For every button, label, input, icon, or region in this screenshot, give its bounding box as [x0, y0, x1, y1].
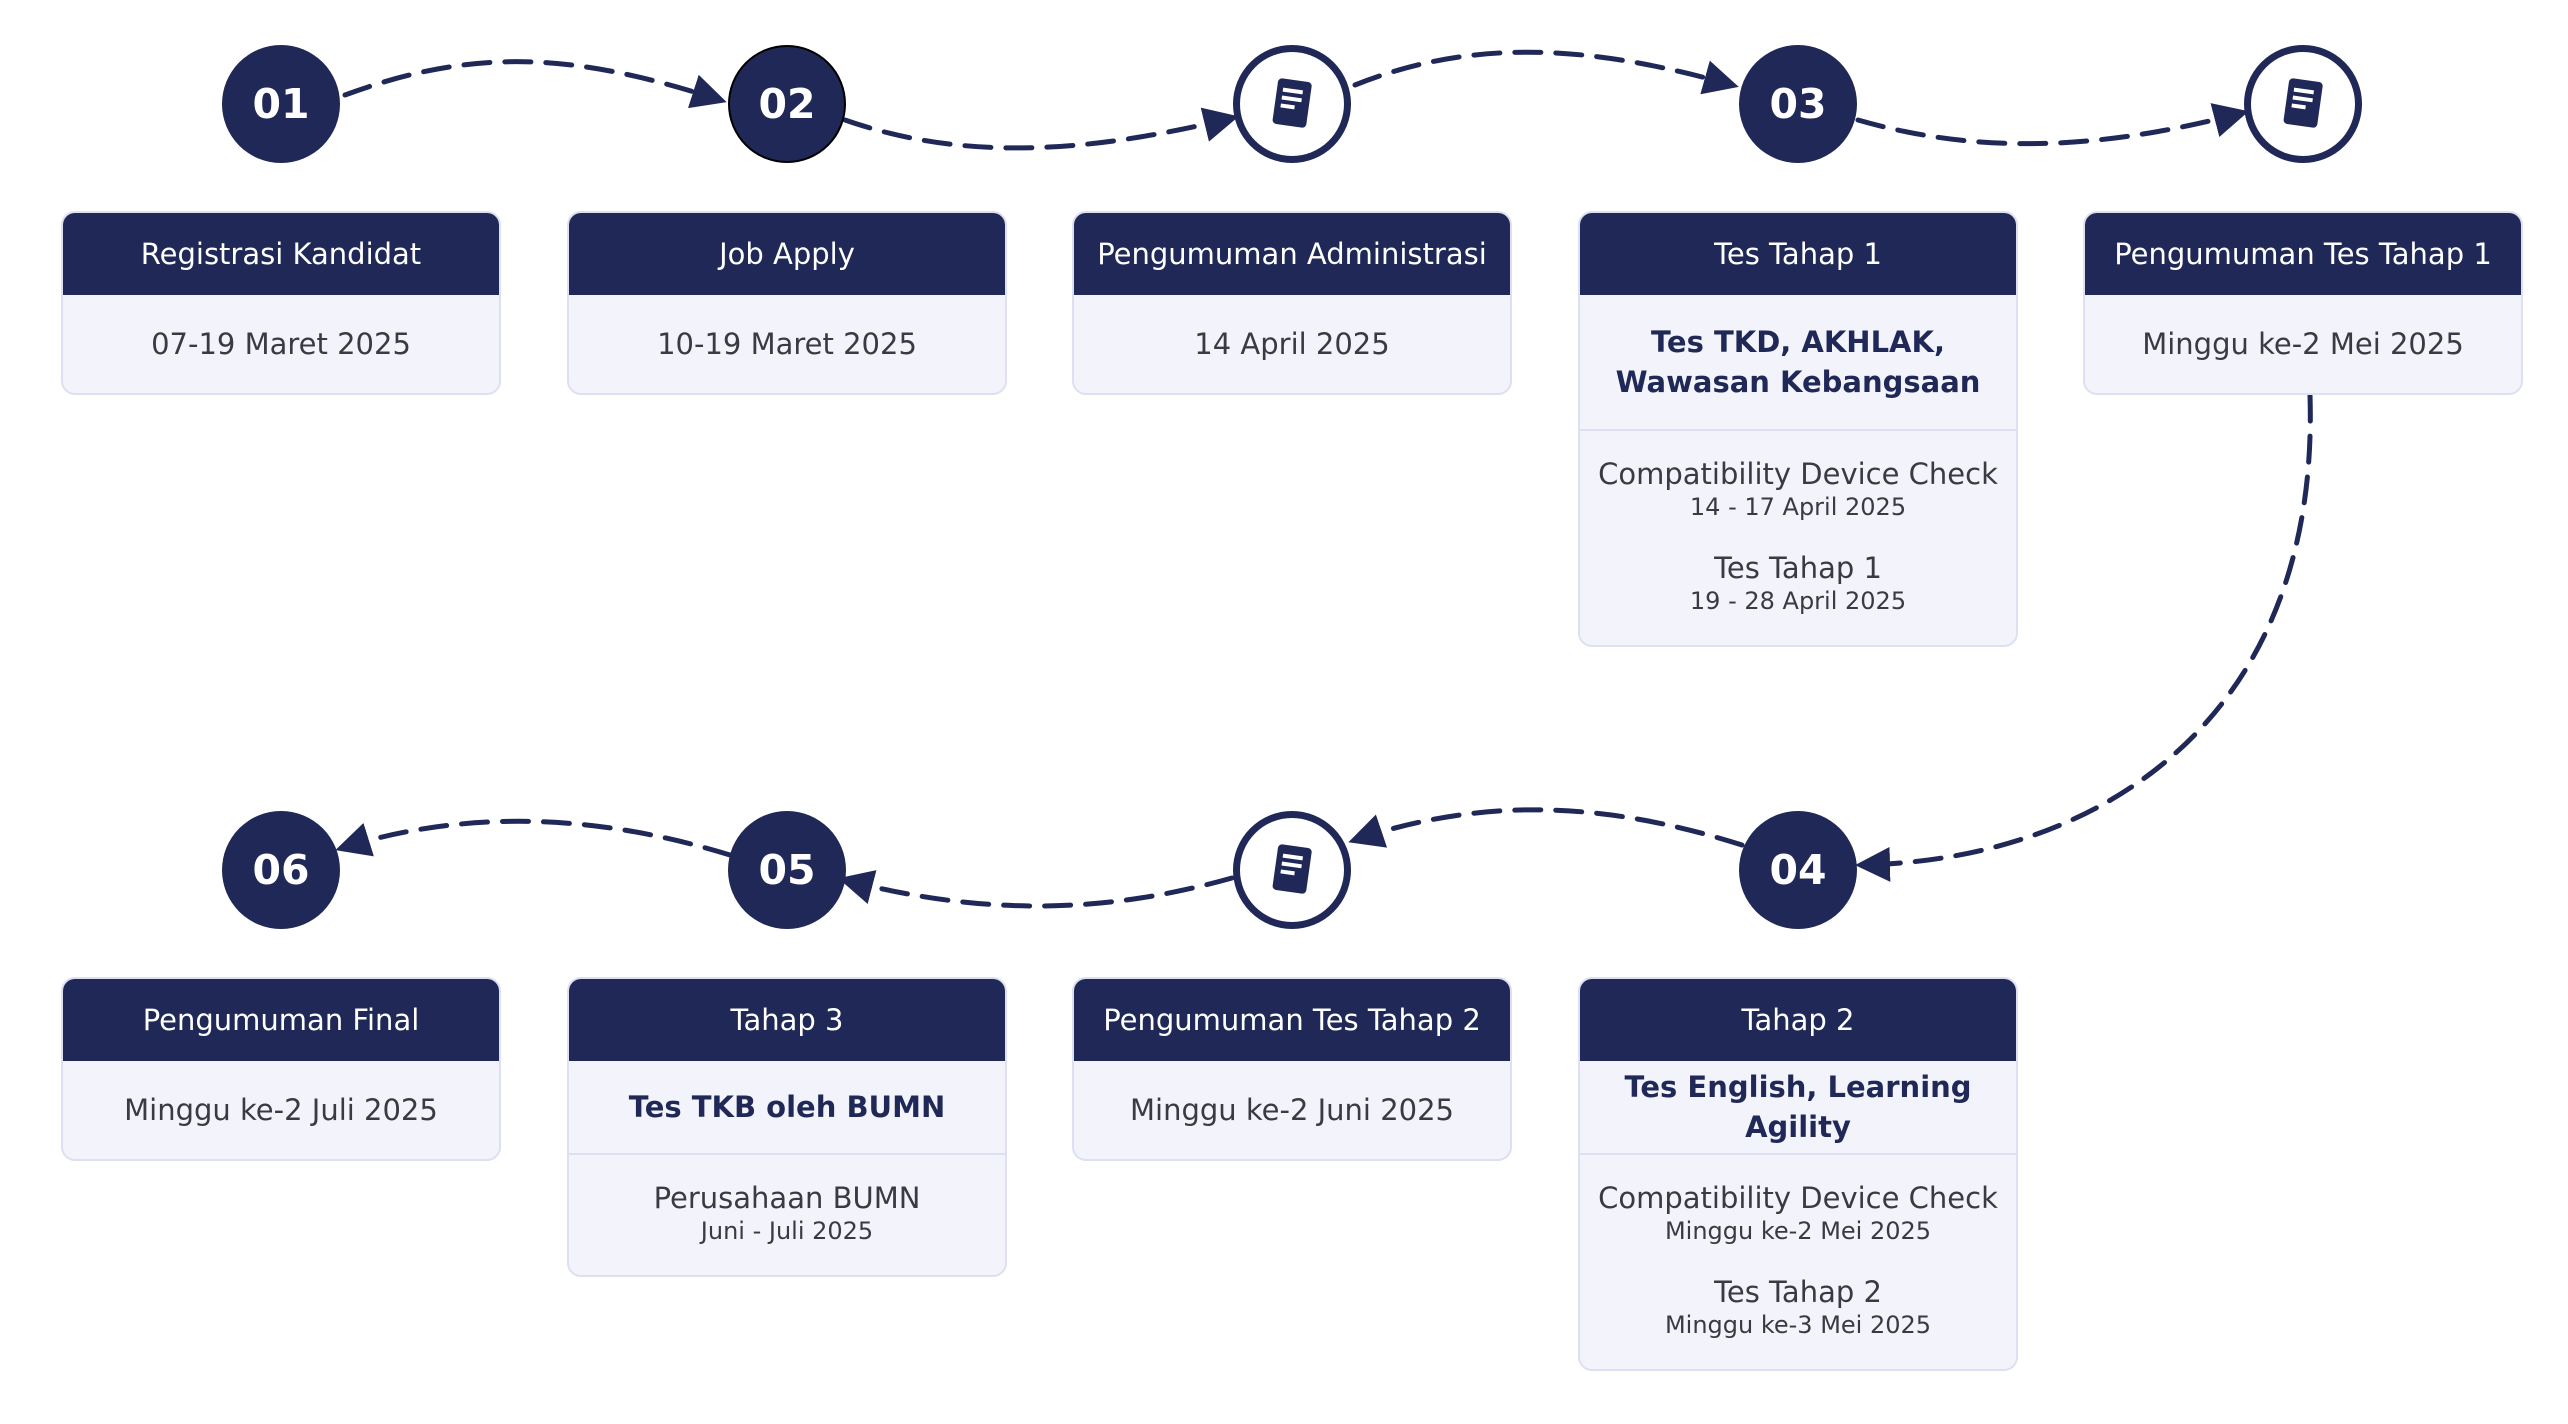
connector-02-doc1: [842, 107, 1239, 151]
card-details: Compatibility Device Check Minggu ke-2 M…: [1580, 1155, 2016, 1369]
step-card-pengumuman-tes-tahap-2: Pengumuman Tes Tahap 2 Minggu ke-2 Juni …: [1072, 977, 1512, 1161]
connector-01-02: [342, 59, 727, 109]
document-icon: [1272, 78, 1312, 128]
detail-title: Compatibility Device Check: [1598, 457, 1998, 491]
connector-04-doc3: [1348, 807, 1745, 848]
connector-doc3-05: [838, 870, 1235, 909]
detail-title: Tes Tahap 2: [1714, 1275, 1882, 1309]
card-title: Tes Tahap 1: [1580, 213, 2016, 295]
card-date: 07-19 Maret 2025: [151, 327, 411, 361]
detail-title: Tes Tahap 1: [1714, 551, 1882, 585]
card-date: 10-19 Maret 2025: [657, 327, 917, 361]
card-subtitle: Tes TKD, AKHLAK, Wawasan Kebangsaan: [1580, 295, 2016, 431]
step-01-badge: 01: [222, 45, 340, 163]
detail-title: Compatibility Device Check: [1598, 1181, 1998, 1215]
card-title: Job Apply: [569, 213, 1005, 295]
step-card-tahap-2: Tahap 2 Tes English, Learning Agility Co…: [1578, 977, 2018, 1371]
document-icon: [2244, 45, 2362, 163]
card-date: Minggu ke-2 Juni 2025: [1130, 1093, 1454, 1127]
card-title: Pengumuman Administrasi: [1074, 213, 1510, 295]
card-date: Minggu ke-2 Mei 2025: [2142, 327, 2464, 361]
step-card-registrasi: Registrasi Kandidat 07-19 Maret 2025: [61, 211, 501, 395]
detail-date: 19 - 28 April 2025: [1689, 587, 1907, 615]
step-card-tes-tahap-1: Tes Tahap 1 Tes TKD, AKHLAK, Wawasan Keb…: [1578, 211, 2018, 647]
detail-title: Perusahaan BUMN: [653, 1181, 921, 1215]
detail-date: Minggu ke-3 Mei 2025: [1664, 1311, 1932, 1339]
card-title: Tahap 2: [1580, 979, 2016, 1061]
card-title: Pengumuman Tes Tahap 1: [2085, 213, 2521, 295]
card-details: Compatibility Device Check 14 - 17 April…: [1580, 431, 2016, 645]
connector-doc1-03: [1352, 49, 1739, 95]
step-03-badge: 03: [1739, 45, 1857, 163]
card-title: Registrasi Kandidat: [63, 213, 499, 295]
document-icon: [2283, 78, 2323, 128]
detail-date: 14 - 17 April 2025: [1689, 493, 1907, 521]
connector-05-06: [335, 818, 733, 858]
step-04-badge: 04: [1739, 811, 1857, 929]
card-subtitle: Tes TKB oleh BUMN: [569, 1061, 1005, 1155]
step-card-pengumuman-final: Pengumuman Final Minggu ke-2 Juli 2025: [61, 977, 501, 1161]
step-02-badge: 02: [728, 45, 846, 163]
card-date: 14 April 2025: [1194, 327, 1390, 361]
step-card-pengumuman-administrasi: Pengumuman Administrasi 14 April 2025: [1072, 211, 1512, 395]
document-icon: [1233, 45, 1351, 163]
detail-date: Juni - Juli 2025: [700, 1217, 874, 1245]
detail-date: Minggu ke-2 Mei 2025: [1664, 1217, 1932, 1245]
card-title: Tahap 3: [569, 979, 1005, 1061]
connector-doc2-04: [1855, 392, 2313, 882]
document-icon: [1272, 844, 1312, 894]
connector-03-doc2: [1855, 103, 2249, 147]
card-date: Minggu ke-2 Juli 2025: [124, 1093, 438, 1127]
card-details: Perusahaan BUMN Juni - Juli 2025: [569, 1155, 1005, 1275]
step-card-pengumuman-tes-tahap-1: Pengumuman Tes Tahap 1 Minggu ke-2 Mei 2…: [2083, 211, 2523, 395]
card-title: Pengumuman Tes Tahap 2: [1074, 979, 1510, 1061]
step-card-job-apply: Job Apply 10-19 Maret 2025: [567, 211, 1007, 395]
card-title: Pengumuman Final: [63, 979, 499, 1061]
step-card-tahap-3: Tahap 3 Tes TKB oleh BUMN Perusahaan BUM…: [567, 977, 1007, 1277]
card-subtitle: Tes English, Learning Agility: [1580, 1061, 2016, 1155]
document-icon: [1233, 811, 1351, 929]
step-06-badge: 06: [222, 811, 340, 929]
step-05-badge: 05: [728, 811, 846, 929]
